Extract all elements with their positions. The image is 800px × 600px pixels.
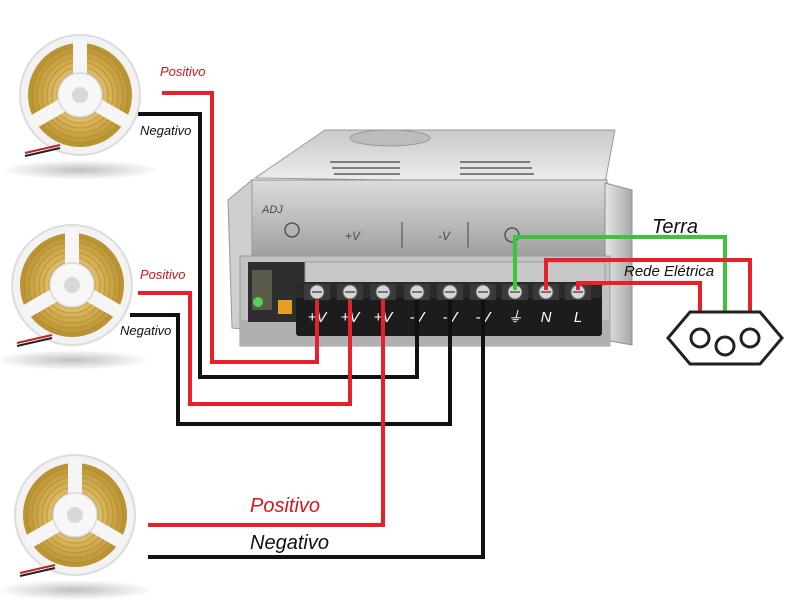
top-vents xyxy=(330,161,534,175)
strip-1-negative-wire xyxy=(138,112,419,379)
outlet-pin-right xyxy=(739,327,761,349)
strip-3-positive-label: Positivo xyxy=(250,495,320,517)
wires xyxy=(130,91,752,559)
grid-label: Rede Elétrica xyxy=(624,263,714,280)
terminal-label: N xyxy=(541,309,552,326)
strip-3-positive-wire xyxy=(148,300,385,527)
terminal-label: ⏚ xyxy=(507,309,522,326)
strip-2-positive-wire xyxy=(138,291,352,406)
strip-2-positive-label: Positivo xyxy=(140,267,186,282)
strip-1-negative-label: Negativo xyxy=(140,123,191,138)
panel-mark-adj: ADJ xyxy=(261,204,283,216)
panel-mark-plus-v: +V xyxy=(345,229,361,243)
earth-wire xyxy=(513,235,727,346)
led-strip-reels xyxy=(0,34,160,600)
earth-label: Terra xyxy=(652,216,698,238)
strip-1-positive-label: Positivo xyxy=(160,64,206,79)
panel-mark-minus-v: -V xyxy=(438,229,451,243)
neutral-wire xyxy=(544,258,752,338)
strip-2-negative-wire xyxy=(130,300,452,426)
terminal-label: L xyxy=(574,309,582,326)
adjust-pot-icon xyxy=(284,222,300,238)
led-indicator xyxy=(253,297,263,307)
strip-2-negative-label: Negativo xyxy=(120,323,171,338)
led-strip-reel xyxy=(0,224,152,370)
strip-1-positive-wire xyxy=(162,91,319,364)
strip-3-negative-wire xyxy=(148,300,485,559)
mains-outlet xyxy=(666,310,784,366)
led-strip-reel xyxy=(0,34,160,180)
outlet-pin-earth xyxy=(714,335,736,357)
strip-3-negative-label: Negativo xyxy=(250,532,329,554)
outlet-pin-left xyxy=(689,327,711,349)
led-strip-reel xyxy=(0,454,155,600)
